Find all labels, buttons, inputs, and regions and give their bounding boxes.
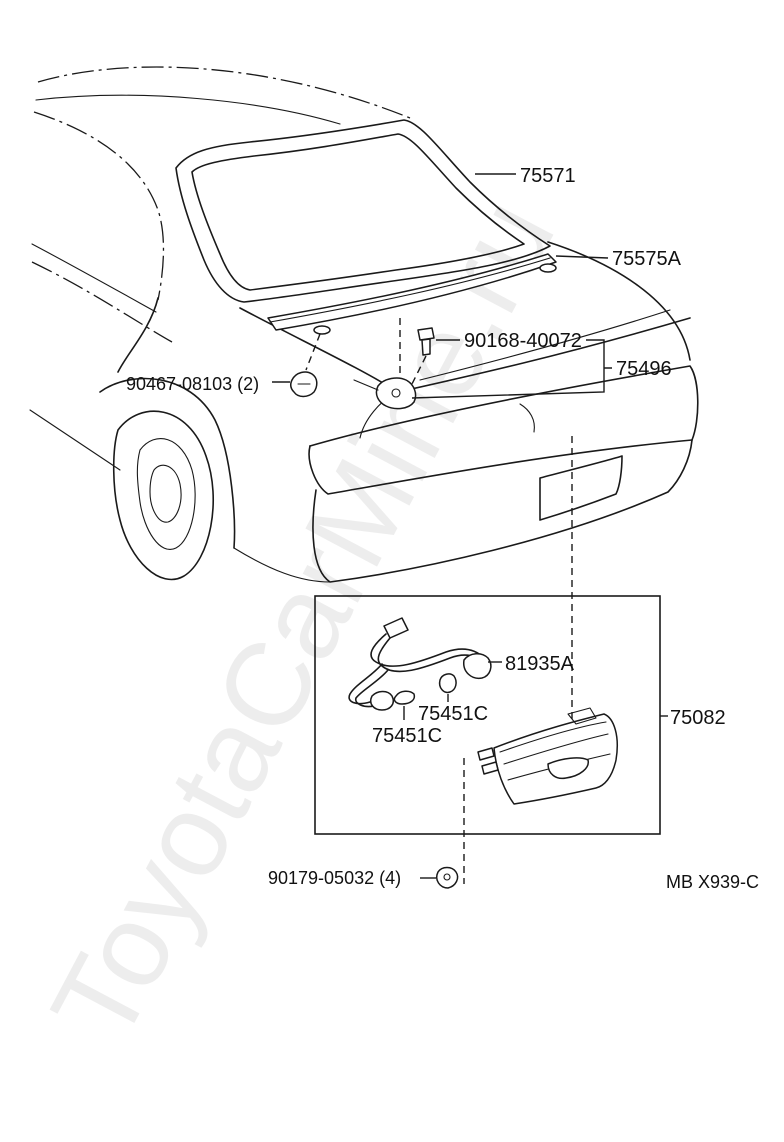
rear-window-weatherstrip	[175, 119, 551, 303]
spoiler-body	[267, 253, 557, 331]
wheel-hub	[149, 464, 182, 523]
callout-75496: 75496	[616, 358, 672, 380]
trunk-rear-face	[397, 317, 691, 393]
callout-90168-40072: 90168-40072	[464, 330, 582, 352]
callout-90179-05032: 90179-05032 (4)	[268, 868, 401, 888]
spoiler-foot-left	[313, 325, 331, 335]
lamp-stud-1	[477, 747, 495, 761]
bracket-part	[353, 377, 417, 410]
roof-line	[37, 66, 411, 119]
clip-guide	[305, 333, 321, 371]
spoiler-foot-right	[539, 263, 557, 273]
lamp-reflector	[547, 757, 589, 780]
tire-inner	[136, 438, 196, 550]
connector	[383, 617, 409, 639]
bulb-right-shape	[438, 673, 457, 694]
callout-75451C-right: 75451C	[418, 703, 488, 725]
bulb-left-shape	[393, 690, 416, 705]
nut-body	[436, 866, 459, 889]
wire-d	[354, 669, 389, 708]
bumper-lower	[312, 439, 693, 583]
detail-box	[314, 595, 661, 835]
bracket-line	[353, 379, 379, 391]
spoiler-line	[269, 257, 551, 323]
trunk-top	[547, 241, 691, 361]
figure-code: MB X939-C	[666, 872, 759, 892]
weatherstrip-inner	[191, 133, 525, 291]
lamp-stud-2	[481, 761, 499, 775]
c-pillar	[33, 111, 165, 301]
tail-panel-2	[519, 403, 535, 433]
bumper-underside	[233, 547, 331, 583]
quarter-panel	[117, 297, 159, 373]
bolt-guide	[411, 355, 427, 385]
bracket-shape	[375, 377, 417, 410]
bumper-face	[308, 439, 693, 495]
quarter-lower	[29, 409, 121, 471]
weatherstrip-outer	[175, 119, 551, 303]
callout-75082: 75082	[670, 707, 726, 729]
leader-75496	[411, 339, 612, 399]
bumper-top	[309, 365, 699, 447]
nut-hole	[443, 873, 451, 881]
watermark-text: ToyotaCarMine.ru	[26, 178, 580, 1062]
nut-part	[420, 758, 465, 889]
rear-spoiler	[267, 253, 557, 335]
wheel-arch	[99, 377, 236, 549]
car-body	[29, 66, 699, 583]
lamp-lens-mid	[503, 733, 609, 765]
bulb-right-part	[438, 673, 457, 702]
clip-part	[289, 333, 321, 398]
watermark: ToyotaCarMine.ru	[26, 178, 580, 1062]
light-assembly-part	[477, 707, 618, 805]
tire-outer	[112, 410, 214, 581]
bulb-left-part	[393, 690, 416, 720]
license-recess	[539, 455, 623, 521]
bolt-part	[399, 318, 435, 385]
callout-90467-08103: 90467-08103 (2)	[126, 374, 259, 394]
side-crease	[31, 243, 157, 313]
socket-wire-part	[348, 617, 502, 711]
bolt-shank	[421, 338, 431, 356]
lamp-lens-top	[499, 721, 607, 753]
side-belt-line	[31, 261, 173, 343]
socket-left	[370, 690, 394, 711]
bolt-head	[417, 327, 435, 341]
leader-75575A	[555, 255, 609, 259]
socket-right	[463, 653, 492, 680]
wire-a	[370, 633, 485, 667]
trunk-shutline	[419, 309, 671, 381]
lamp-housing	[493, 713, 618, 805]
bracket-hole	[391, 388, 401, 398]
callout-75451C-left: 75451C	[372, 725, 442, 747]
roof-edge	[35, 94, 341, 125]
callout-75575A: 75575A	[612, 248, 682, 270]
callout-81935A: 81935A	[505, 653, 575, 675]
callout-75571: 75571	[520, 165, 576, 187]
lamp-mount	[567, 707, 597, 725]
